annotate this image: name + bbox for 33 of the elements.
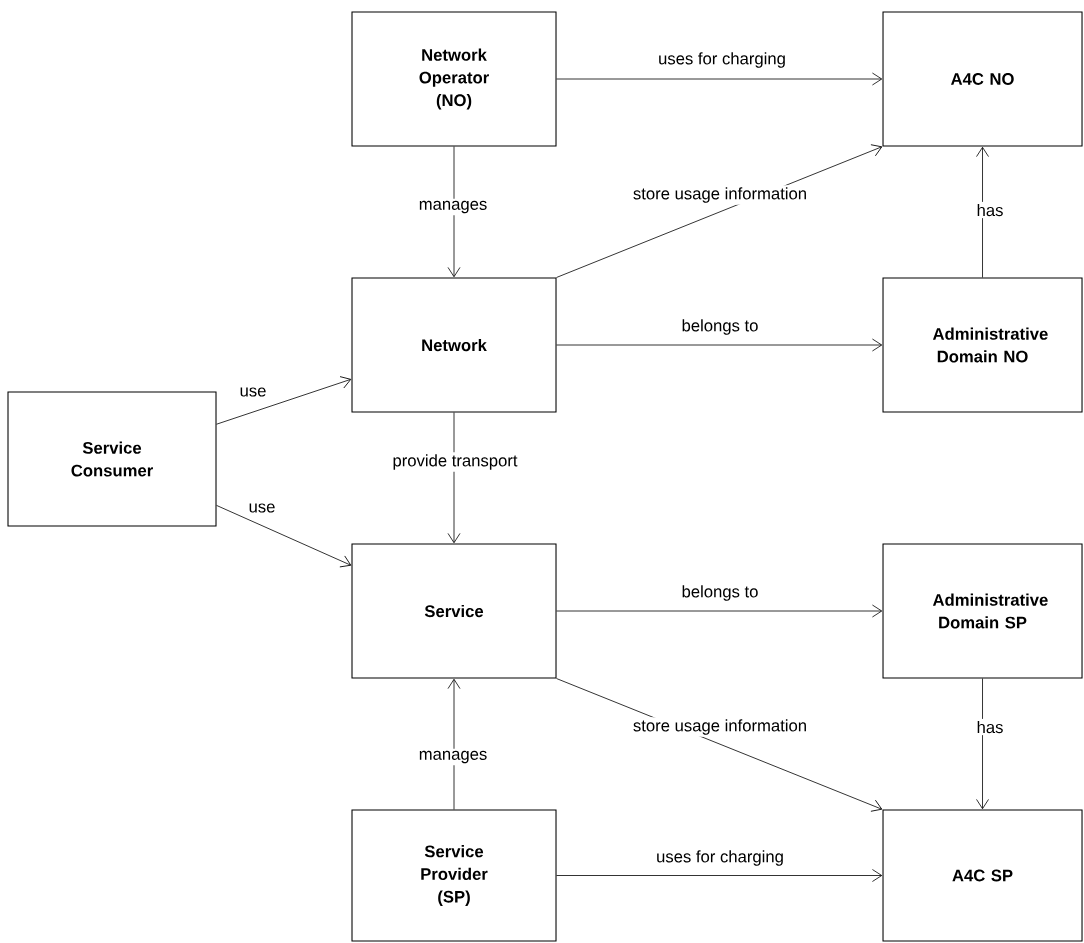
edge-label: belongs to [679, 317, 761, 337]
edge-label: manages [416, 748, 490, 766]
edge-label: provide transport [390, 452, 520, 472]
edge-label: manages [416, 198, 490, 216]
entity-box: Network [351, 277, 557, 413]
arrow [556, 869, 883, 882]
arrow [556, 604, 883, 618]
arrow [447, 678, 461, 810]
edge-label: use [237, 385, 269, 399]
edge-label: belongs to [679, 583, 761, 603]
edge-label: uses for charging [654, 848, 786, 868]
arrow [447, 412, 461, 544]
arrow [556, 338, 883, 352]
edge-label: uses for charging [656, 50, 788, 70]
entity-box: Service [351, 543, 557, 679]
arrow [447, 146, 461, 278]
entity-box: Service Provider (SP) [351, 809, 557, 942]
edge-label: use [246, 501, 278, 515]
edge-label: has [974, 201, 1006, 219]
edge-label: has [974, 718, 1006, 736]
entity-box: A4C NO [882, 11, 1083, 147]
edge-label: store usage information [630, 717, 810, 737]
entity-box: Network Operator (NO) [351, 11, 557, 147]
arrow [216, 376, 352, 425]
edge-label: store usage information [630, 185, 810, 205]
entity-box: Service Consumer [7, 391, 217, 527]
entity-box: Administrative Domain SP [882, 543, 1083, 679]
arrow [216, 505, 352, 568]
entity-box: Administrative Domain NO [882, 277, 1083, 413]
entity-box: A4C SP [882, 809, 1083, 942]
arrow [976, 678, 989, 810]
arrow [556, 72, 883, 86]
arrow [976, 146, 989, 278]
